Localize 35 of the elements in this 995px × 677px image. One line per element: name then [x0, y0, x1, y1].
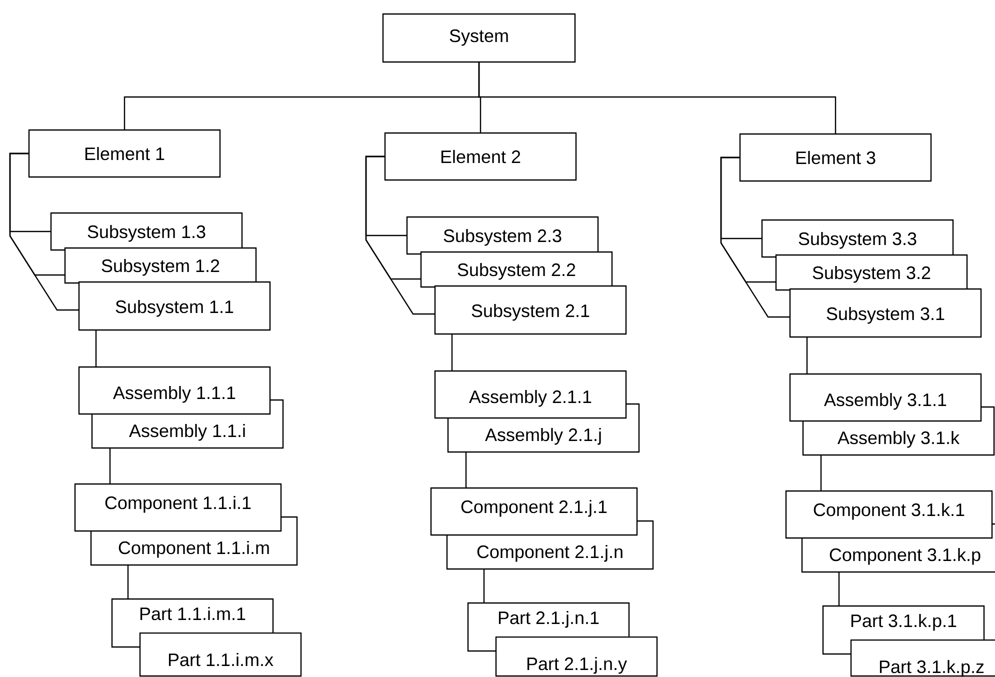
element-box: Element 2	[384, 132, 577, 181]
component-box: Component 3.1.k.1	[785, 490, 993, 539]
component-box: Component 1.1.i.1	[74, 483, 282, 532]
assembly-box: Assembly 2.1.1	[434, 370, 627, 419]
part-box: Part 3.1.k.p.z	[850, 639, 995, 677]
connector-line	[109, 448, 111, 484]
system-box: System	[382, 13, 576, 63]
connector-line	[483, 569, 485, 603]
part-box: Part 1.1.i.m.x	[139, 632, 302, 677]
component-box: Component 2.1.j.1	[430, 487, 638, 536]
connector-line	[820, 455, 822, 491]
subsystem-box: Subsystem 3.3	[761, 219, 954, 258]
connector-line	[838, 572, 840, 606]
subsystem-box: Subsystem 2.3	[406, 216, 599, 255]
part-box: Part 2.1.j.n.y	[495, 636, 658, 677]
connector-line	[806, 337, 808, 374]
assembly-box: Assembly 3.1.1	[789, 373, 982, 422]
connector-line	[365, 156, 435, 315]
element-box: Element 3	[739, 133, 932, 182]
subsystem-box: Subsystem 3.2	[775, 254, 968, 291]
connector-line	[465, 452, 467, 488]
subsystem-box: Subsystem 1.1	[78, 281, 271, 331]
subsystem-box: Subsystem 1.3	[50, 212, 243, 251]
subsystem-box: Subsystem 3.1	[789, 288, 982, 338]
subsystem-box: Subsystem 2.2	[420, 251, 613, 288]
connector-line	[127, 565, 129, 599]
connector-line	[478, 62, 836, 134]
connector-line	[95, 330, 97, 367]
connector-line	[720, 156, 790, 318]
connector-line	[9, 152, 79, 311]
connector-line	[451, 334, 453, 371]
subsystem-box: Subsystem 2.1	[434, 285, 627, 335]
element-box: Element 1	[28, 129, 221, 178]
subsystem-box: Subsystem 1.2	[64, 247, 257, 284]
assembly-box: Assembly 1.1.1	[78, 366, 271, 415]
